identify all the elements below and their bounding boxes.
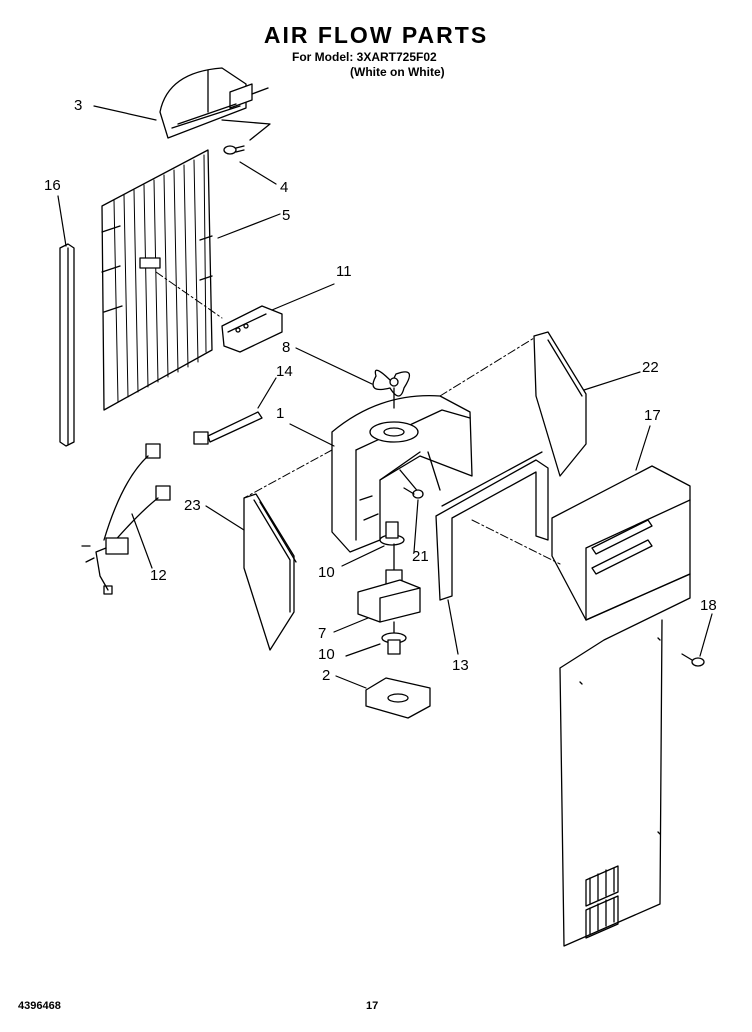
part-3-duct-cap <box>159 67 271 141</box>
part-4-screw <box>223 145 245 155</box>
callout-23: 23 <box>184 497 201 514</box>
part-11-bracket <box>221 305 283 353</box>
callout-10-lower: 10 <box>318 646 335 663</box>
model-line: For Model: 3XART725F02 <box>292 50 437 64</box>
callout-11: 11 <box>336 263 352 280</box>
title-block: AIR FLOW PARTS <box>0 22 752 48</box>
document-number: 4396468 <box>18 1000 61 1012</box>
part-12-wire-harness <box>81 443 171 595</box>
part-1-fan-shroud <box>331 394 473 553</box>
callout-8: 8 <box>282 339 290 356</box>
callout-1: 1 <box>276 405 284 422</box>
page-number: 17 <box>366 1000 379 1012</box>
callout-14: 14 <box>276 363 293 380</box>
callout-17: 17 <box>644 407 661 424</box>
callout-10-upper: 10 <box>318 564 335 581</box>
variant-line: (White on White) <box>350 65 445 79</box>
callout-7: 7 <box>318 625 326 642</box>
callout-18: 18 <box>700 597 717 614</box>
part-10-upper-grommet <box>379 521 405 546</box>
alignment-lines <box>155 271 561 565</box>
callout-3: 3 <box>74 97 82 114</box>
part-7-fan-motor <box>357 543 421 635</box>
part-23-side-panel <box>243 493 297 651</box>
callout-5: 5 <box>282 207 290 224</box>
part-2-motor-bracket <box>365 677 431 719</box>
callout-22: 22 <box>642 359 659 376</box>
part-13-air-channel <box>435 451 549 601</box>
leader-lines <box>57 105 713 689</box>
part-16-seal-strip <box>59 243 75 447</box>
callout-13: 13 <box>452 657 469 674</box>
callout-16: 16 <box>44 177 61 194</box>
part-10-lower-grommet <box>381 632 407 655</box>
callout-12: 12 <box>150 567 167 584</box>
callout-labels: 3 4 5 16 11 8 14 1 22 17 23 12 10 21 7 1… <box>44 97 717 684</box>
part-21-screw <box>403 487 424 499</box>
callout-2: 2 <box>322 667 330 684</box>
part-18-screw <box>681 653 705 667</box>
part-5-evaporator-cover <box>101 149 213 411</box>
page-title: AIR FLOW PARTS <box>263 22 489 48</box>
part-14-heater <box>193 411 263 445</box>
callout-21: 21 <box>412 548 429 565</box>
part-8-fan-blade <box>372 369 411 409</box>
part-17-air-duct-panel <box>551 465 691 947</box>
callout-4: 4 <box>280 179 288 196</box>
part-22-side-baffle <box>533 331 587 477</box>
